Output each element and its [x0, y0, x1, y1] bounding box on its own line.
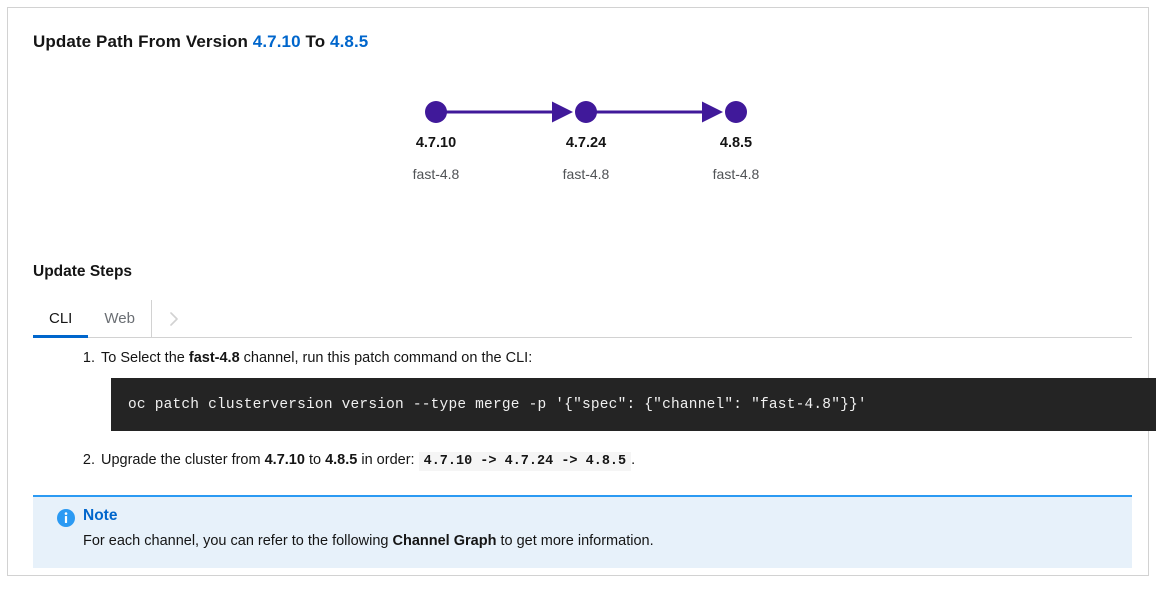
- note-body-before: For each channel, you can refer to the f…: [83, 533, 393, 549]
- note-body: For each channel, you can refer to the f…: [83, 533, 654, 549]
- update-steps-heading: Update Steps: [33, 263, 133, 280]
- step-1-number: 1.: [82, 350, 95, 366]
- update-path-card: Update Path From Version 4.7.10 To 4.8.5…: [7, 7, 1156, 576]
- step-1-channel: fast-4.8: [188, 350, 240, 366]
- tab-cli[interactable]: CLI: [33, 300, 89, 338]
- step-2: 2. Upgrade the cluster from 4.7.10 to 4.…: [33, 450, 1132, 474]
- page-title-to-version: 4.8.5: [330, 32, 369, 51]
- node-version-3: 4.8.5: [719, 135, 753, 151]
- update-path-graph-svg: [425, 101, 747, 123]
- step-2-number: 2.: [82, 452, 95, 468]
- graph-node-3[interactable]: [725, 101, 747, 123]
- note-title: Note: [83, 507, 118, 524]
- graph-node-2[interactable]: [575, 101, 597, 123]
- note-body-after: to get more information.: [496, 533, 654, 549]
- step-2-text-end: .: [631, 452, 636, 468]
- page-title-prefix: Update Path From Version: [33, 32, 248, 51]
- step-1-text-before: To Select the: [101, 350, 189, 366]
- step-2-order-code: 4.7.10 -> 4.7.24 -> 4.8.5: [418, 452, 632, 471]
- update-steps-list: 1. To Select the fast-4.8 channel, run t…: [33, 348, 1156, 471]
- node-version-2: 4.7.24: [565, 135, 607, 151]
- graph-node-1[interactable]: [425, 101, 447, 123]
- update-path-graph: 4.7.10 fast-4.8 4.7.24 fast-4.8 4.8.5 fa…: [33, 93, 1123, 218]
- info-circle-icon: [57, 509, 75, 527]
- step-2-text: Upgrade the cluster from 4.7.10 to 4.8.5…: [101, 452, 636, 471]
- step-2-from-version: 4.7.10: [264, 452, 305, 468]
- tab-divider: [150, 300, 152, 337]
- cli-command-block[interactable]: oc patch clusterversion version --type m…: [111, 378, 1156, 431]
- page-title: Update Path From Version 4.7.10 To 4.8.5: [33, 32, 368, 52]
- tab-web[interactable]: Web: [104, 310, 135, 327]
- node-channel-2: fast-4.8: [562, 166, 610, 182]
- note-body-link[interactable]: Channel Graph: [392, 533, 497, 549]
- step-2-text-middle: to: [304, 452, 326, 468]
- step-2-text-after: in order:: [357, 452, 419, 468]
- step-1-text: To Select the fast-4.8 channel, run this…: [101, 350, 532, 366]
- step-2-to-version: 4.8.5: [325, 452, 358, 468]
- page-title-from-version: 4.7.10: [252, 32, 301, 51]
- node-channel-3: fast-4.8: [712, 166, 760, 182]
- update-steps-tabs: CLI Web: [33, 300, 1132, 338]
- node-version-1: 4.7.10: [415, 135, 457, 151]
- node-channel-1: fast-4.8: [412, 166, 460, 182]
- step-2-text-before: Upgrade the cluster from: [101, 452, 265, 468]
- step-1-text-after: channel, run this patch command on the C…: [239, 350, 533, 366]
- page-title-to-word: To: [305, 32, 326, 51]
- chevron-right-icon[interactable]: [152, 300, 196, 337]
- cli-command-text: oc patch clusterversion version --type m…: [128, 396, 867, 413]
- note-alert: Note For each channel, you can refer to …: [33, 495, 1132, 568]
- step-1: 1. To Select the fast-4.8 channel, run t…: [33, 348, 1132, 372]
